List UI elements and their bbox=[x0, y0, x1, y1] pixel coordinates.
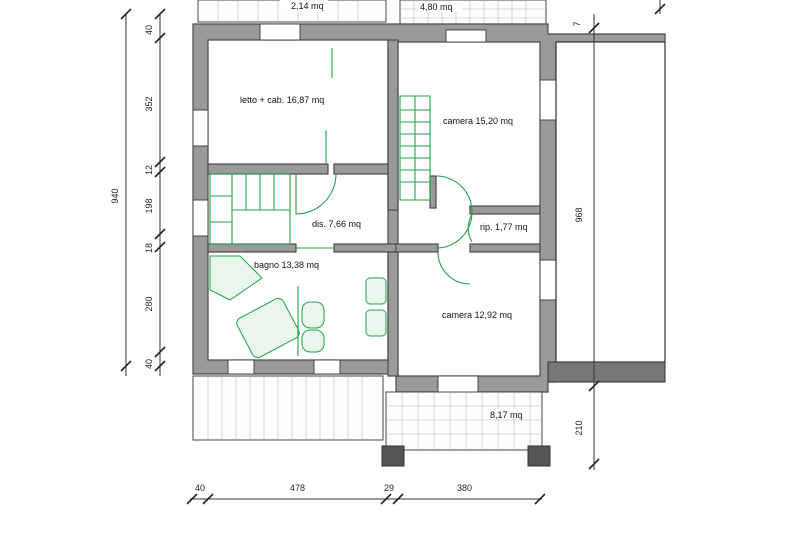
dim-left-12: 12 bbox=[144, 165, 154, 175]
dim-left-18: 18 bbox=[144, 243, 154, 253]
balcony-top-left-label: 2,14 mq bbox=[291, 1, 324, 11]
dim-bottom-380: 380 bbox=[457, 483, 472, 493]
room-label-camera-1: camera 15,20 mq bbox=[443, 116, 513, 126]
balcony-top-left: 2,14 mq bbox=[197, 0, 387, 23]
room-label-ripostiglio: rip. 1,77 mq bbox=[480, 222, 528, 232]
dim-left-total: 940 bbox=[110, 188, 120, 203]
dim-right-total: 968 bbox=[574, 207, 584, 222]
staircase-upper bbox=[399, 95, 431, 201]
interior-walls bbox=[207, 39, 541, 377]
balcony-bottom-left bbox=[192, 375, 384, 441]
balcony-bottom-right-label: 8,17 mq bbox=[490, 410, 523, 420]
balcony-top-right: 4,80 mq bbox=[399, 0, 547, 29]
room-label-disimpegno: dis. 7,66 mq bbox=[312, 219, 361, 229]
bathroom-fixtures bbox=[209, 255, 387, 359]
dimension-right: 7 968 210 bbox=[572, 0, 666, 470]
dimension-bottom: 40 478 29 380 bbox=[186, 483, 546, 505]
dim-left-198: 198 bbox=[144, 198, 154, 213]
dim-left-280: 280 bbox=[144, 296, 154, 311]
room-label-bagno: bagno 13,38 mq bbox=[254, 260, 319, 270]
dim-left-352: 352 bbox=[144, 96, 154, 111]
dim-left-40-bottom: 40 bbox=[144, 359, 154, 369]
room-label-camera-2: camera 12,92 mq bbox=[442, 310, 512, 320]
dim-right-210: 210 bbox=[574, 420, 584, 435]
dim-right-7: 7 bbox=[572, 21, 582, 26]
balcony-bottom-right: 8,17 mq bbox=[381, 391, 551, 467]
dim-bottom-29: 29 bbox=[384, 483, 394, 493]
dim-bottom-478: 478 bbox=[290, 483, 305, 493]
balcony-top-right-label: 4,80 mq bbox=[420, 2, 453, 12]
doors bbox=[295, 48, 473, 285]
dim-left-40-top: 40 bbox=[144, 25, 154, 35]
windows bbox=[192, 23, 557, 393]
dim-bottom-40: 40 bbox=[195, 483, 205, 493]
staircase-lower bbox=[209, 173, 291, 245]
dimension-left: 40 352 12 198 18 280 40 940 bbox=[110, 8, 166, 376]
adjacent-unit bbox=[547, 41, 666, 383]
room-label-bedroom-closet: letto + cab. 16,87 mq bbox=[240, 95, 324, 105]
